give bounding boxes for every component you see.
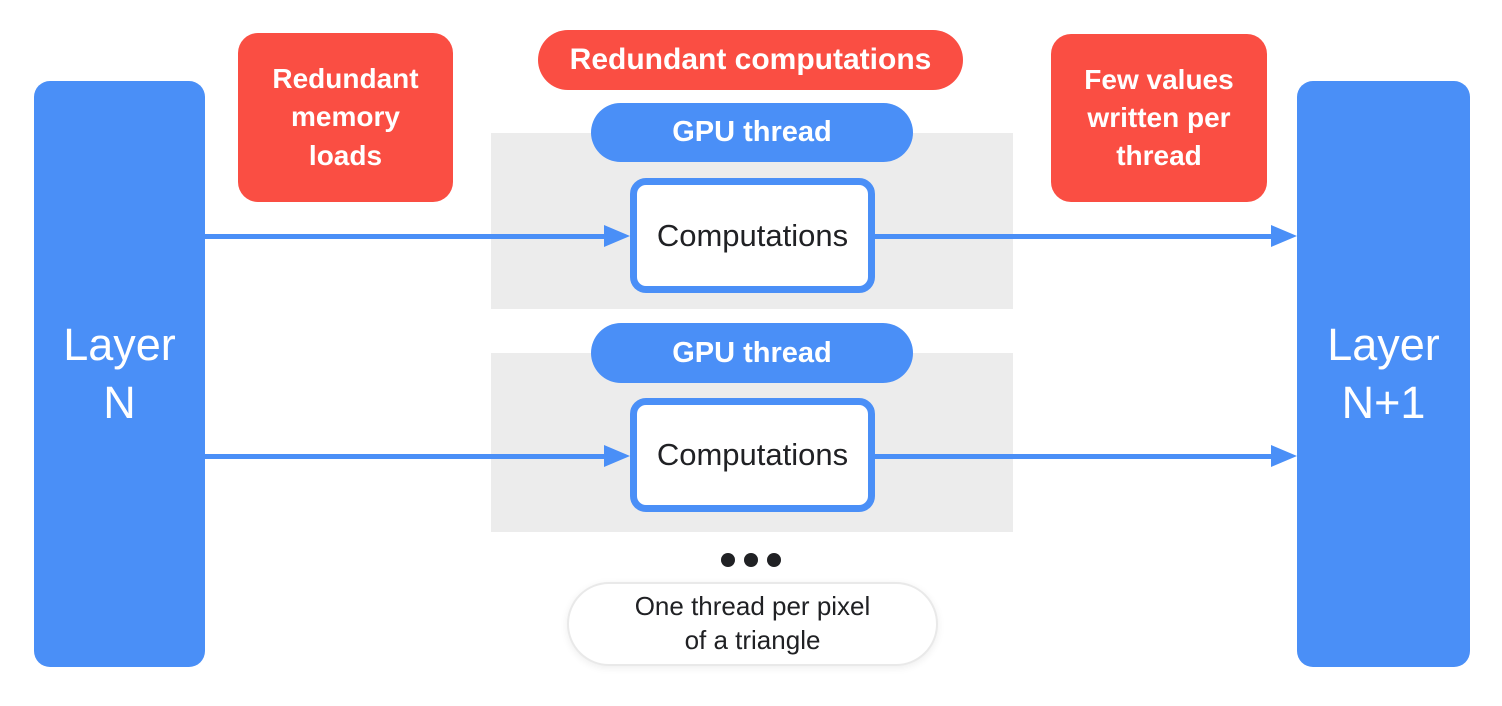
layer-n-box: Layer N <box>34 81 205 667</box>
one-thread-per-pixel-note: One thread per pixel of a triangle <box>567 582 938 666</box>
few-values-callout: Few values written per thread <box>1051 34 1267 202</box>
arrowhead-icon-bottom-right <box>1271 445 1297 467</box>
arrow-line-bottom-right <box>873 454 1273 459</box>
layer-n-label: Layer N <box>63 318 176 429</box>
gpu-thread-pill-2-label: GPU thread <box>672 336 832 369</box>
computations-box-2-label: Computations <box>656 437 849 472</box>
redundant-computations-callout: Redundant computations <box>538 30 963 90</box>
few-values-label: Few values written per thread <box>1084 63 1234 172</box>
arrowhead-icon-top-left <box>604 225 630 247</box>
dot-icon <box>767 553 781 567</box>
arrowhead-icon-top-right <box>1271 225 1297 247</box>
gpu-thread-pill-2: GPU thread <box>591 323 913 383</box>
layer-n-plus-1-box: Layer N+1 <box>1297 81 1470 667</box>
redundant-memory-loads-callout: Redundant memory loads <box>238 33 453 202</box>
arrow-line-top-left <box>205 234 606 239</box>
arrowhead-icon-bottom-left <box>604 445 630 467</box>
layer-n-plus-1-label: Layer N+1 <box>1327 318 1440 429</box>
one-thread-per-pixel-label: One thread per pixel of a triangle <box>634 591 871 655</box>
arrow-line-bottom-left <box>205 454 606 459</box>
redundant-computations-label: Redundant computations <box>569 43 932 76</box>
redundant-memory-loads-label: Redundant memory loads <box>272 63 419 171</box>
dot-icon <box>744 553 758 567</box>
computations-box-1: Computations <box>630 178 875 293</box>
computations-box-1-label: Computations <box>656 217 849 253</box>
dot-icon <box>721 553 735 567</box>
computations-box-2: Computations <box>630 398 875 512</box>
gpu-thread-pill-1: GPU thread <box>591 103 913 162</box>
gpu-thread-pill-1-label: GPU thread <box>672 116 832 148</box>
arrow-line-top-right <box>873 234 1273 239</box>
ellipsis-dots-icon <box>721 553 781 567</box>
